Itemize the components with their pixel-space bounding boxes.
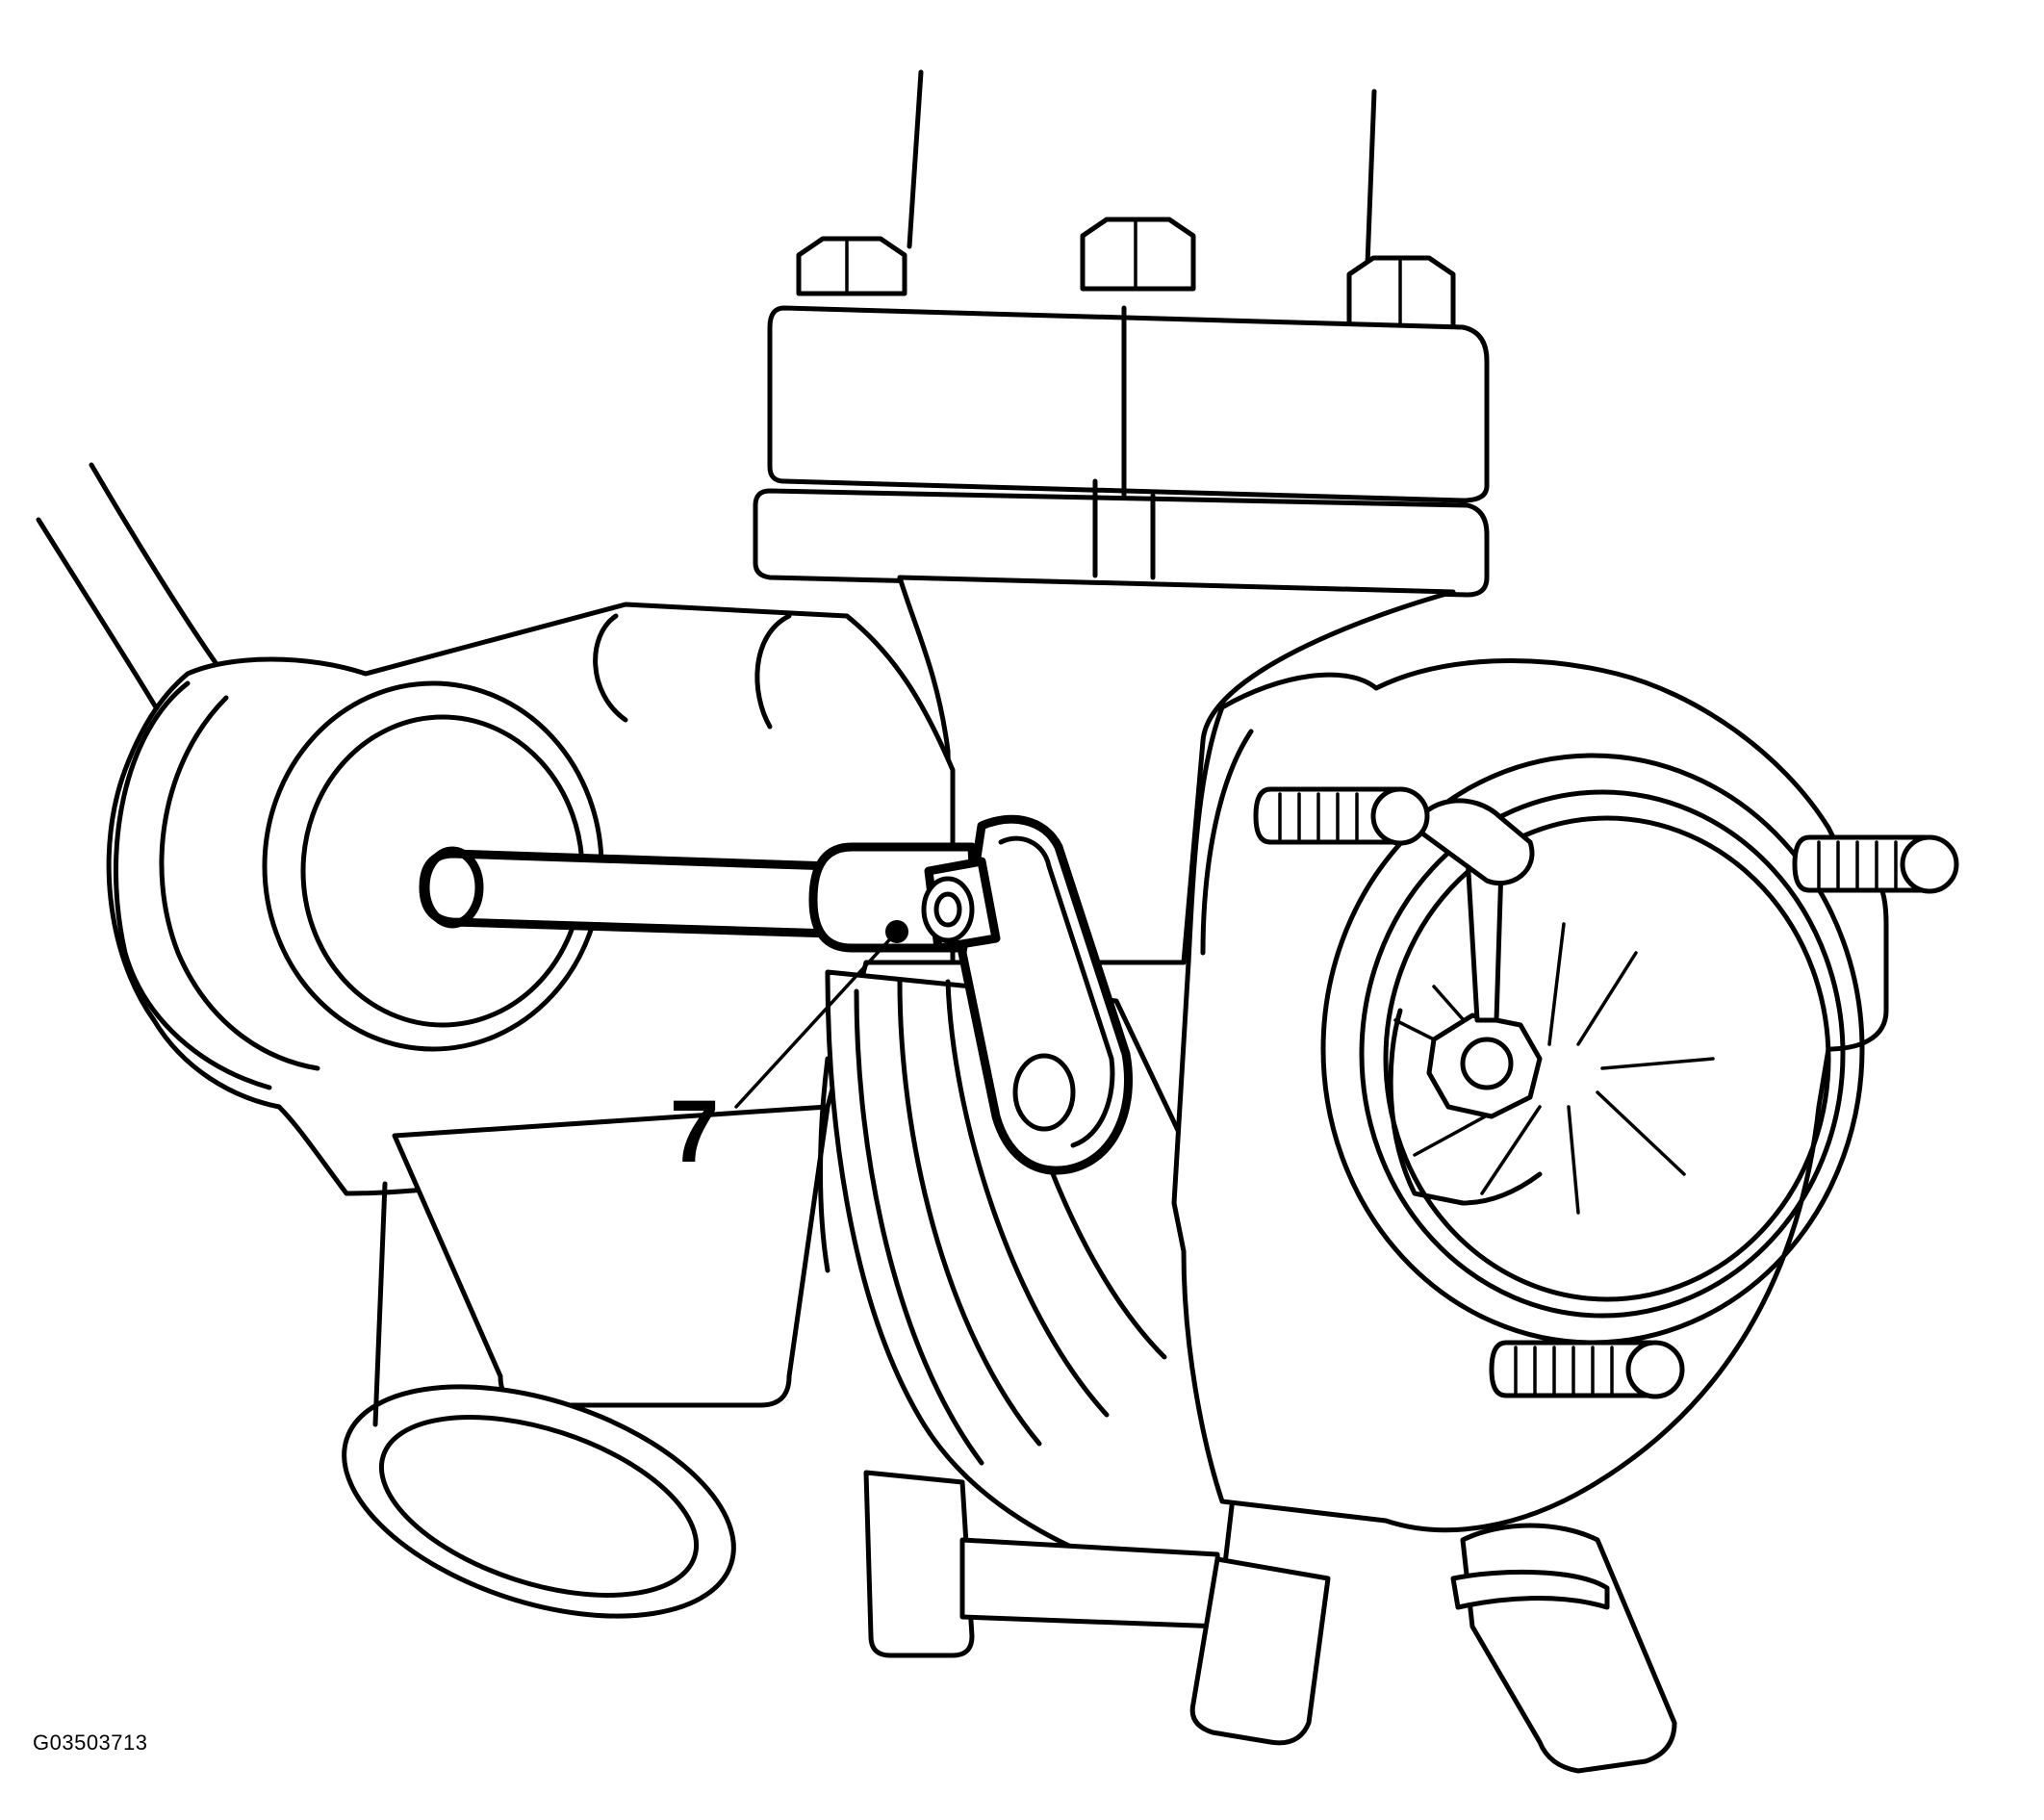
lower-outlet-pipe xyxy=(342,1104,830,1619)
callout-leader-line xyxy=(734,930,899,1109)
wastegate-actuator xyxy=(419,814,1133,1175)
flange-block xyxy=(753,217,1490,598)
compressor-housing xyxy=(1171,658,1889,1533)
turbine-scroll xyxy=(818,969,1244,1658)
housing-studs xyxy=(1253,786,1959,1399)
upper-pipe-lines xyxy=(907,69,1377,292)
figure-id: G03503713 xyxy=(33,1730,148,1755)
left-hose xyxy=(36,462,219,710)
callout-number: 7 xyxy=(670,1083,720,1181)
bottom-nozzles xyxy=(1189,1523,1677,1774)
